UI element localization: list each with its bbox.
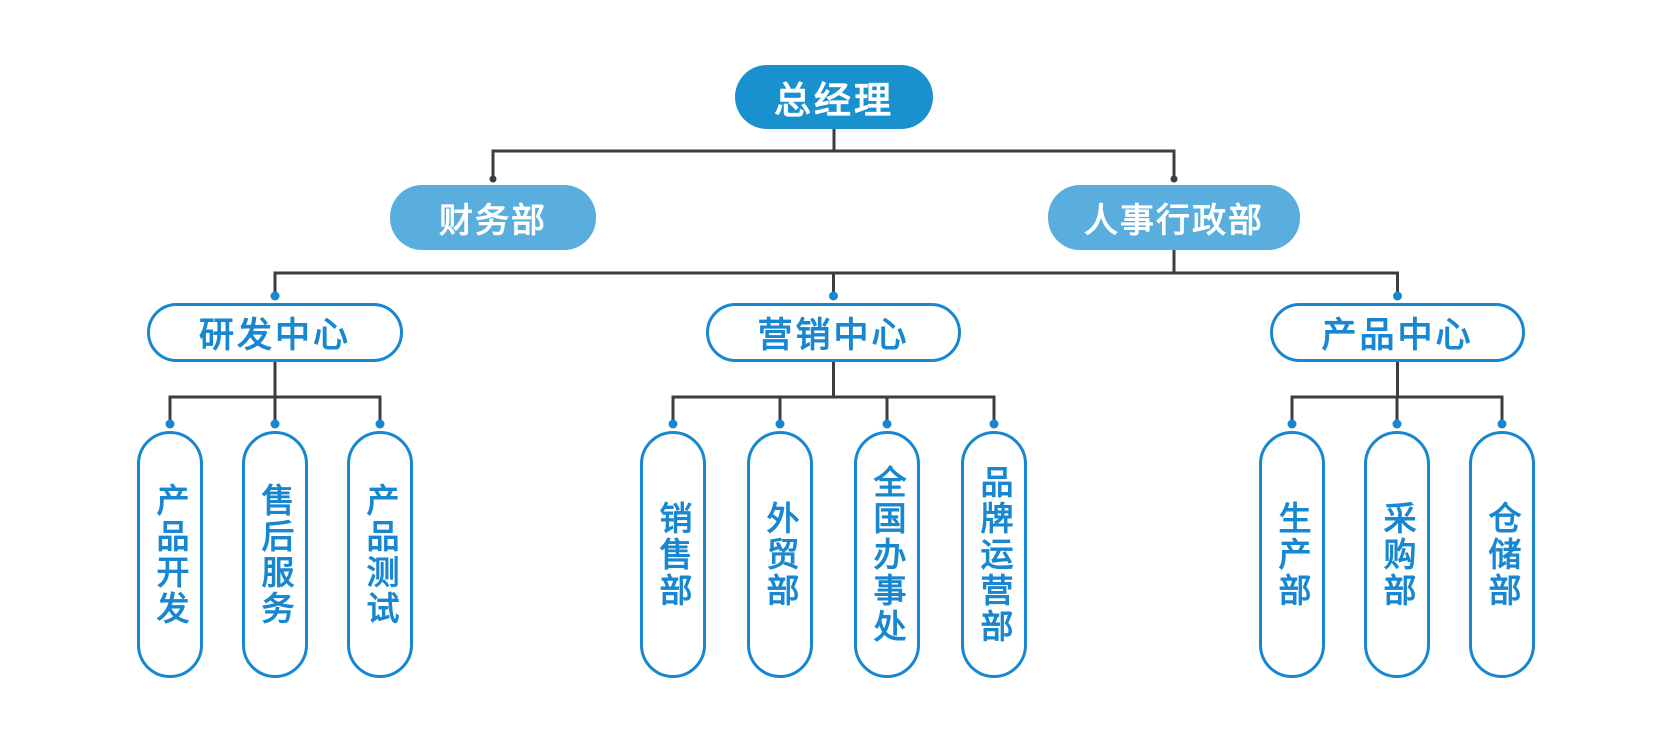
node-product-center: 产品中心 (1270, 303, 1525, 362)
node-product-testing-label: 产品测试 (362, 482, 399, 627)
node-production-dept: 生产部 (1259, 431, 1325, 678)
node-purchasing-dept-label: 采购部 (1379, 500, 1416, 609)
node-product-development-label: 产品开发 (152, 482, 189, 627)
node-purchasing-dept: 采购部 (1364, 431, 1430, 678)
connector-level1 (491, 129, 1176, 181)
node-after-sales-service: 售后服务 (242, 431, 308, 678)
node-rd-center: 研发中心 (147, 303, 403, 362)
node-national-offices: 全国办事处 (854, 431, 920, 678)
connector-level1-dots (489, 175, 1178, 183)
connector-level2-dots (270, 291, 1402, 301)
node-finance-dept: 财务部 (390, 185, 596, 250)
node-warehousing-dept: 仓储部 (1469, 431, 1535, 678)
node-warehousing-dept-label: 仓储部 (1484, 500, 1521, 609)
node-hr-admin-dept: 人事行政部 (1048, 185, 1300, 250)
connector-level3 (168, 362, 1504, 423)
connector-level2 (273, 250, 1399, 295)
node-sales-dept-label: 销售部 (655, 500, 692, 609)
node-after-sales-service-label: 售后服务 (257, 482, 294, 627)
node-sales-dept: 销售部 (640, 431, 706, 678)
node-brand-operations-dept: 品牌运营部 (961, 431, 1027, 678)
node-general-manager: 总经理 (735, 65, 933, 129)
node-marketing-center: 营销中心 (706, 303, 961, 362)
node-product-testing: 产品测试 (347, 431, 413, 678)
connector-level3-dots (165, 419, 1507, 429)
node-foreign-trade-dept: 外贸部 (747, 431, 813, 678)
node-foreign-trade-dept-label: 外贸部 (762, 500, 799, 609)
node-product-development: 产品开发 (137, 431, 203, 678)
node-brand-operations-dept-label: 品牌运营部 (976, 464, 1013, 645)
node-national-offices-label: 全国办事处 (869, 464, 906, 645)
node-production-dept-label: 生产部 (1274, 500, 1311, 609)
